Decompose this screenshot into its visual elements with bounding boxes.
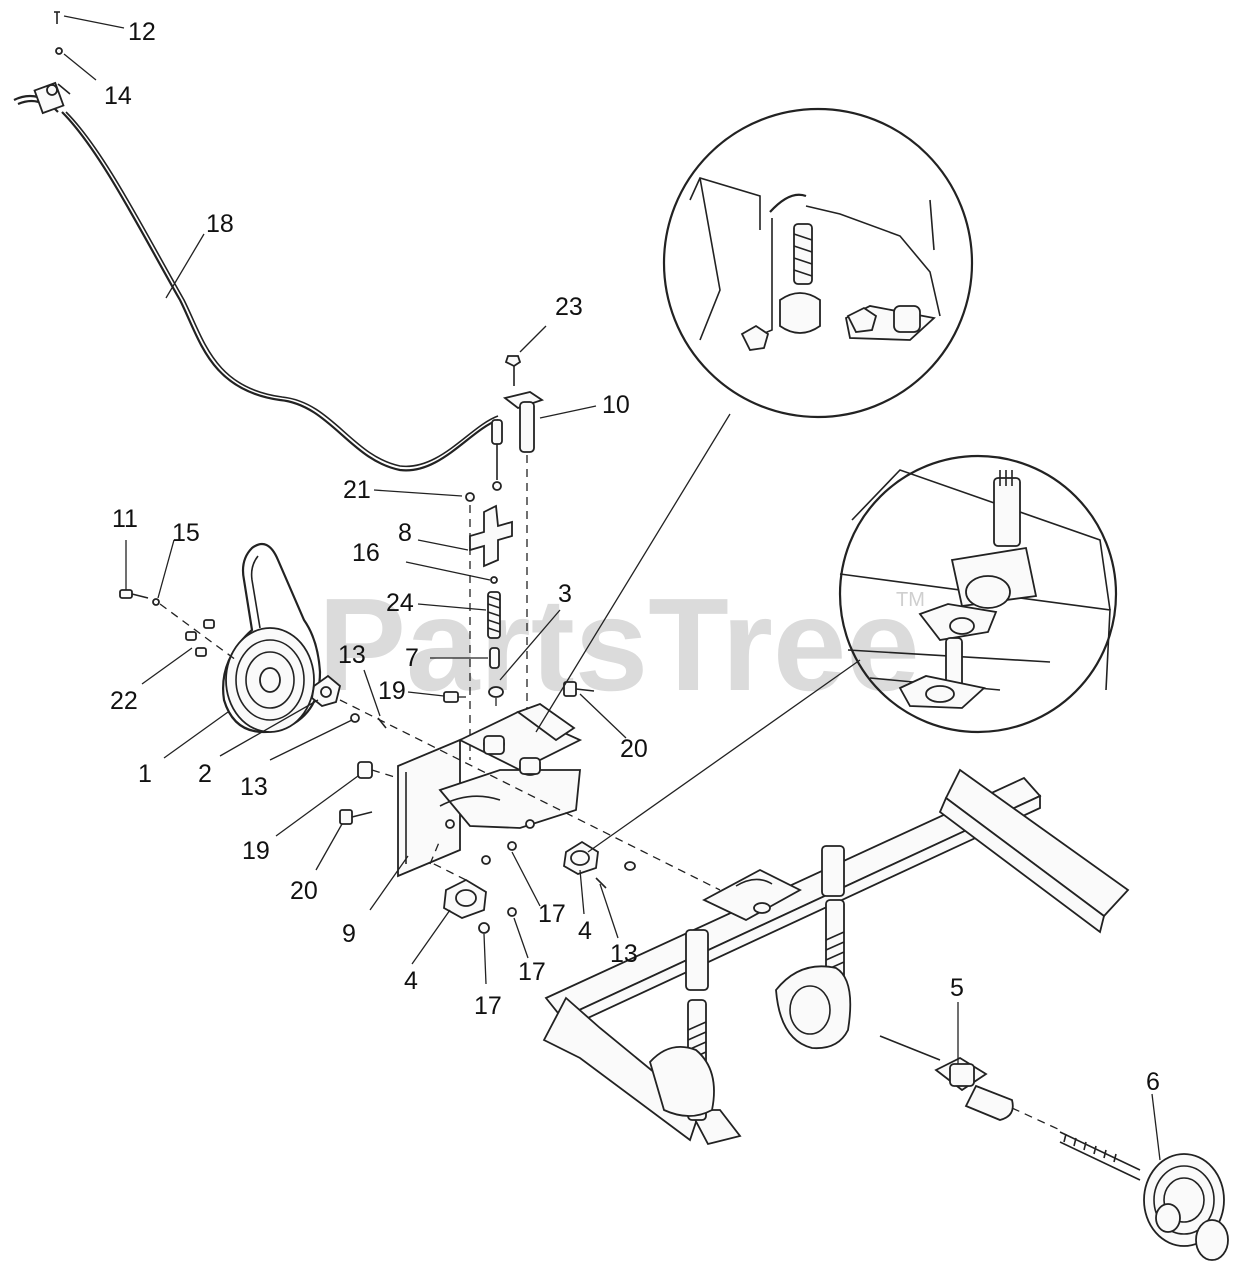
- callout-17-upper: 17: [538, 900, 566, 928]
- callout-13-right: 13: [610, 940, 638, 968]
- mounting-bracket-9: [397, 702, 583, 878]
- washer-15: [152, 598, 160, 606]
- bolt-23: [504, 355, 522, 386]
- callout-15: 15: [172, 519, 200, 547]
- callout-18: 18: [206, 210, 234, 238]
- link-7: [489, 647, 500, 669]
- nut-17-a: [481, 855, 491, 865]
- fastener-19-upper: [443, 691, 470, 703]
- bearing-4-right: [563, 840, 599, 875]
- nut-17-d: [478, 922, 490, 934]
- callout-17-bottom: 17: [474, 992, 502, 1020]
- callout-4-right: 4: [578, 917, 592, 945]
- callout-9: 9: [342, 920, 356, 948]
- callout-19-left: 19: [242, 837, 270, 865]
- axle-frame: [542, 768, 1130, 1146]
- callout-14: 14: [104, 82, 132, 110]
- callout-10: 10: [602, 391, 630, 419]
- u-joint-5: [879, 1035, 1061, 1131]
- cable-end: [491, 419, 503, 445]
- nut-17-b: [507, 841, 517, 851]
- callout-21: 21: [343, 476, 371, 504]
- bolt-20-lower: [339, 809, 373, 825]
- callout-1: 1: [138, 760, 152, 788]
- callout-11: 11: [112, 505, 138, 533]
- bolt-13-b: [350, 713, 360, 723]
- control-lever: [13, 81, 71, 115]
- nuts-22: [185, 619, 215, 657]
- detail-view-lower: [838, 454, 1118, 734]
- callout-19-top: 19: [378, 677, 406, 705]
- callout-2: 2: [198, 760, 212, 788]
- callout-7: 7: [405, 644, 419, 672]
- clutch-6: [1059, 1131, 1229, 1261]
- leader-lines: [63, 15, 1161, 1161]
- callout-22: 22: [110, 687, 138, 715]
- control-cable: [61, 111, 499, 472]
- callout-24: 24: [386, 589, 414, 617]
- pulley-1: [222, 542, 322, 734]
- callout-13-top: 13: [338, 641, 366, 669]
- detail-view-upper: [662, 107, 974, 419]
- nut-21: [465, 492, 475, 502]
- callout-3: 3: [558, 580, 572, 608]
- bushing-3: [488, 686, 504, 712]
- callout-5: 5: [950, 974, 964, 1002]
- nut-17-c: [507, 907, 517, 917]
- callout-23: 23: [555, 293, 583, 321]
- spring-24: [487, 591, 501, 639]
- clip-14: [55, 47, 63, 55]
- bolt-20-upper: [563, 681, 595, 697]
- clip-16: [490, 576, 498, 584]
- callout-17-mid: 17: [518, 958, 546, 986]
- bracket-8: [469, 504, 513, 568]
- callout-20-right: 20: [620, 735, 648, 763]
- callout-6: 6: [1146, 1068, 1160, 1096]
- fastener-19-lower: [357, 761, 399, 779]
- bolt-13-c: [595, 877, 607, 889]
- detail-leader-lower: [587, 659, 861, 853]
- bearing-4-left: [429, 861, 487, 919]
- hub-2: [311, 674, 342, 707]
- callout-8: 8: [398, 519, 412, 547]
- callout-4-left: 4: [404, 967, 418, 995]
- detail-leader-upper: [535, 413, 731, 733]
- callout-12: 12: [128, 18, 156, 46]
- bolt-11: [119, 589, 149, 599]
- pin-12: [54, 11, 60, 24]
- callout-16: 16: [352, 539, 380, 567]
- watermark-tm: TM: [896, 589, 925, 611]
- callout-13-left: 13: [240, 773, 268, 801]
- callout-20-left: 20: [290, 877, 318, 905]
